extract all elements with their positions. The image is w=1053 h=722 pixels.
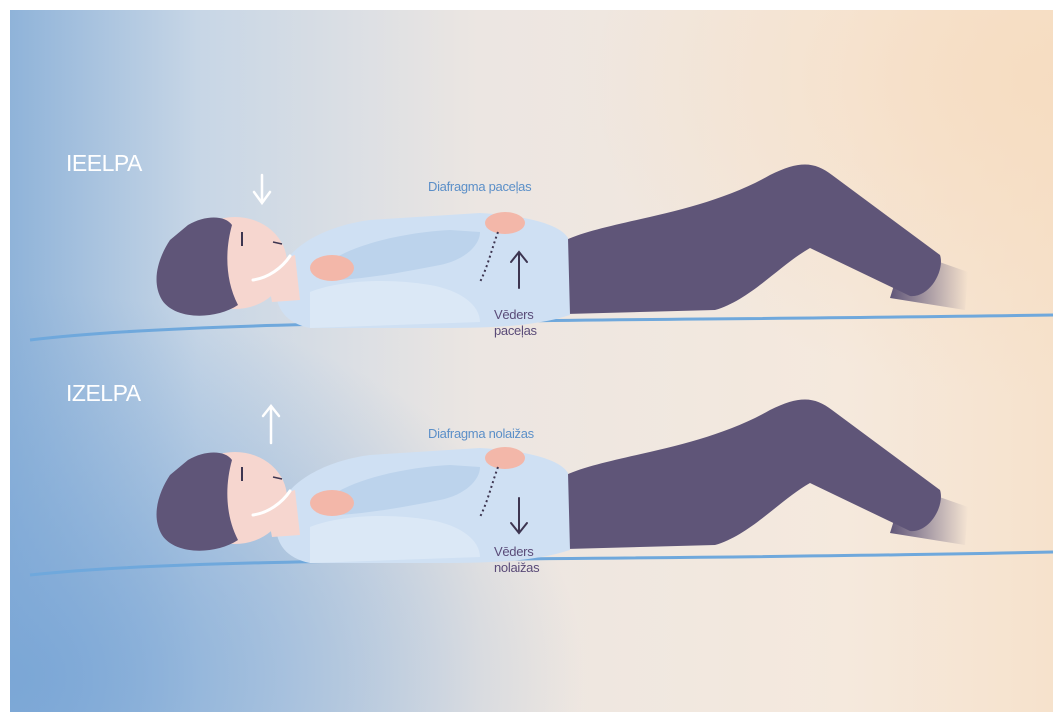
belly-caption-exhale-line1: Vēders <box>494 544 539 560</box>
diaphragm-caption-exhale: Diafragma nolaižas <box>428 426 534 441</box>
diaphragm-caption-inhale: Diafragma paceļas <box>428 179 531 194</box>
background-glow-warm <box>10 10 1053 712</box>
belly-caption-inhale-line1: Vēders <box>494 307 537 323</box>
illustration-canvas <box>10 10 1053 712</box>
inhale-label: IEELPA <box>66 150 142 177</box>
belly-caption-inhale-line2: paceļas <box>494 323 537 339</box>
breathing-illustration: IEELPA IZELPA Diafragma paceļas Diafragm… <box>10 10 1053 712</box>
exhale-label: IZELPA <box>66 380 141 407</box>
belly-caption-exhale: Vēders nolaižas <box>494 544 539 576</box>
belly-caption-exhale-line2: nolaižas <box>494 560 539 576</box>
belly-caption-inhale: Vēders paceļas <box>494 307 537 339</box>
